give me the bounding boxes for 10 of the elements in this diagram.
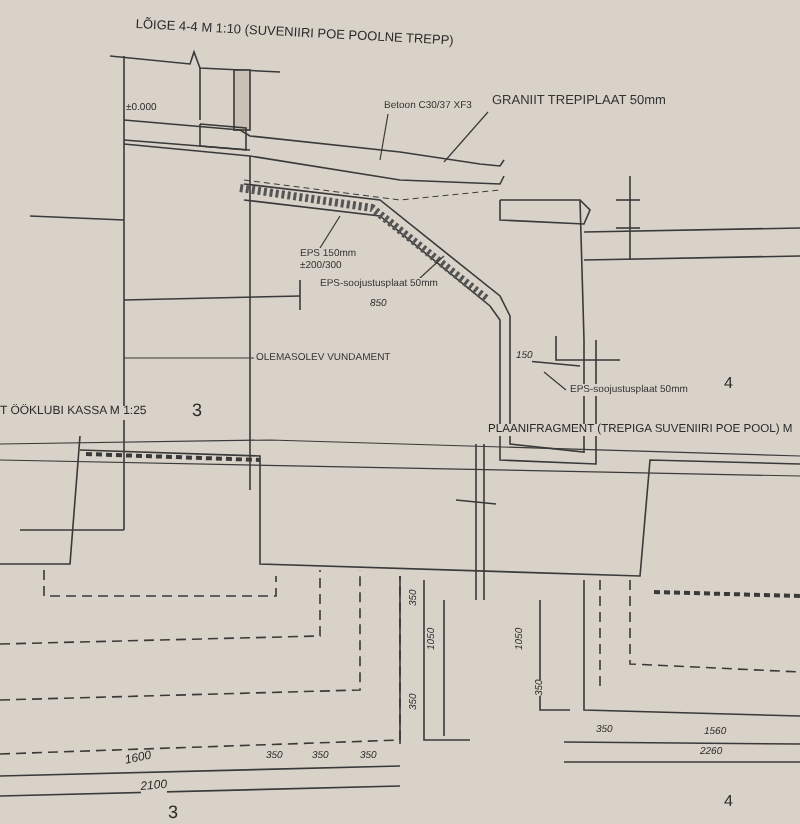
section-mark: 3 xyxy=(168,804,179,824)
leader-line xyxy=(419,255,445,279)
leader-line xyxy=(123,357,255,359)
leader-line xyxy=(319,215,341,249)
section-mark: 4 xyxy=(724,794,733,812)
section-mark: 4 xyxy=(724,376,733,394)
leader-line xyxy=(443,111,489,163)
section-mark: 3 xyxy=(192,402,203,422)
leader-line xyxy=(379,113,389,161)
leader-line xyxy=(543,371,567,391)
